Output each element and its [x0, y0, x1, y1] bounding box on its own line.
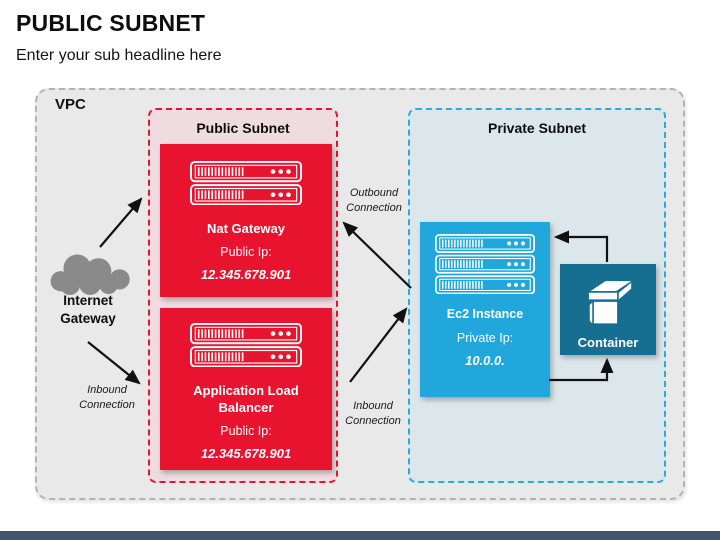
internet-gateway-label: Internet Gateway	[60, 293, 116, 326]
vpc-label: VPC	[55, 96, 86, 113]
page-title: PUBLIC SUBNET	[16, 10, 206, 36]
node-ip-value: 12.345.678.901	[200, 446, 292, 462]
cloud-icon	[50, 254, 130, 295]
inbound-connection-label: Inbound Connection	[345, 400, 401, 427]
node-name: Nat Gateway	[206, 221, 286, 237]
public-subnet-zone: Public Subnet Nat Gateway Public Ip: 12.…	[148, 108, 338, 483]
page-subtitle: Enter your sub headline here	[16, 47, 222, 64]
node-ip-value: 12.345.678.901	[200, 267, 292, 283]
outbound-connection-label: Outbound Connection	[346, 187, 402, 214]
container-box-icon	[588, 281, 632, 324]
container-node: Container	[560, 264, 656, 355]
node-ip-label: Private Ip:	[456, 331, 514, 346]
inbound-connection-label-left: Inbound Connection	[79, 384, 135, 411]
node-name: Container	[577, 335, 639, 350]
load-balancer-node: Application Load Balancer Public Ip: 12.…	[160, 308, 332, 470]
node-ip-value: 10.0.0.	[465, 353, 505, 369]
ec2-instance-node: Ec2 Instance Private Ip: 10.0.0.	[420, 222, 550, 397]
nat-gateway-node: Nat Gateway Public Ip: 12.345.678.901	[160, 144, 332, 297]
private-subnet-zone: Private Subnet Ec2 Instance Private Ip: …	[408, 108, 666, 483]
public-subnet-title: Public Subnet	[196, 120, 290, 136]
node-name: Ec2 Instance	[446, 307, 524, 322]
footer-accent-bar	[0, 531, 720, 540]
server-icon	[190, 161, 302, 206]
server-icon	[190, 323, 302, 368]
server-icon	[435, 234, 535, 295]
node-ip-label: Public Ip:	[220, 245, 272, 260]
node-ip-label: Public Ip:	[220, 424, 272, 439]
node-name: Application Load Balancer	[193, 383, 299, 416]
private-subnet-title: Private Subnet	[487, 120, 587, 136]
